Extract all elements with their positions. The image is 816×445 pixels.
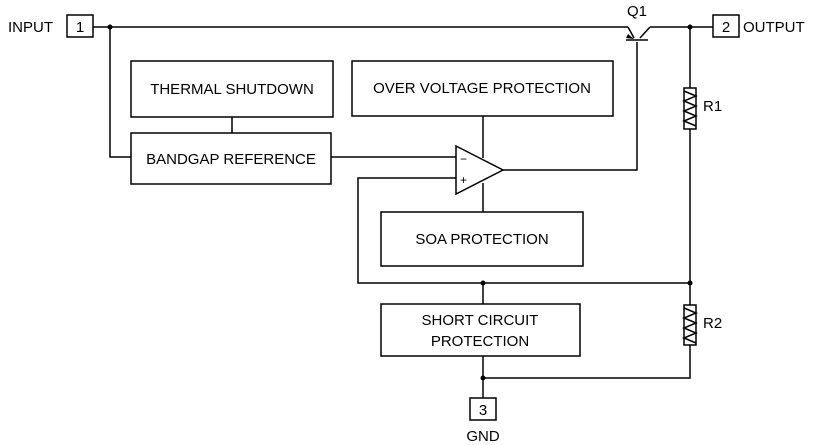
q1-collector-icon: [627, 26, 635, 39]
wire-input-to-bandgap: [109, 27, 131, 158]
thermal-shutdown-label: THERMAL SHUTDOWN: [150, 81, 314, 98]
amp-plus-sign: +: [460, 173, 467, 187]
q1-emitter-icon: [639, 26, 651, 39]
short-circuit-block: SHORT CIRCUIT PROTECTION: [380, 303, 581, 357]
pin-input-label: INPUT: [8, 19, 53, 36]
r1-zigzag-icon: [682, 90, 698, 127]
junctions: [107, 24, 693, 381]
pin-input-box: [66, 14, 94, 38]
junction-dot: [687, 280, 693, 286]
soa-label: SOA PROTECTION: [415, 231, 548, 248]
wire-r2-gnd: [483, 345, 691, 379]
short-circuit-label-line1: SHORT CIRCUIT: [422, 312, 539, 329]
pin-input-number: 1: [76, 19, 84, 36]
pin-gnd: 3 GND: [466, 397, 500, 445]
wire-feedback: [357, 177, 690, 284]
pin-output-number: 2: [722, 19, 730, 36]
over-voltage-label: OVER VOLTAGE PROTECTION: [373, 80, 591, 97]
pin-output: 2 OUTPUT: [712, 14, 805, 38]
pin-gnd-box: [469, 397, 497, 421]
thermal-shutdown-block: THERMAL SHUTDOWN: [130, 60, 334, 118]
resistor-r2: R2: [682, 304, 722, 346]
error-amplifier: − +: [455, 144, 505, 196]
r2-zigzag-icon: [682, 307, 698, 344]
r2-label: R2: [703, 315, 722, 332]
transistor-q1: Q1: [626, 3, 651, 41]
r1-label: R1: [703, 98, 722, 115]
junction-dot: [480, 375, 486, 381]
soa-block: SOA PROTECTION: [380, 211, 584, 267]
short-circuit-label-line2: PROTECTION: [431, 333, 529, 350]
junction-dot: [687, 24, 693, 30]
over-voltage-block: OVER VOLTAGE PROTECTION: [351, 60, 614, 117]
q1-arrow-icon: [626, 34, 634, 39]
pin-gnd-label: GND: [466, 428, 500, 445]
bandgap-label: BANDGAP REFERENCE: [146, 151, 316, 168]
wire-amp-base: [503, 42, 638, 171]
junction-dot: [480, 280, 486, 286]
amplifier-triangle-icon: [455, 144, 505, 196]
q1-label: Q1: [627, 3, 647, 20]
amp-minus-sign: −: [460, 152, 467, 166]
resistor-r1: R1: [682, 87, 722, 130]
pin-input: INPUT 1: [8, 14, 94, 38]
pin-output-box: [712, 14, 740, 38]
pin-output-label: OUTPUT: [743, 19, 805, 36]
pin-gnd-number: 3: [479, 402, 487, 419]
junction-dot: [107, 24, 113, 30]
bandgap-block: BANDGAP REFERENCE: [130, 132, 332, 185]
